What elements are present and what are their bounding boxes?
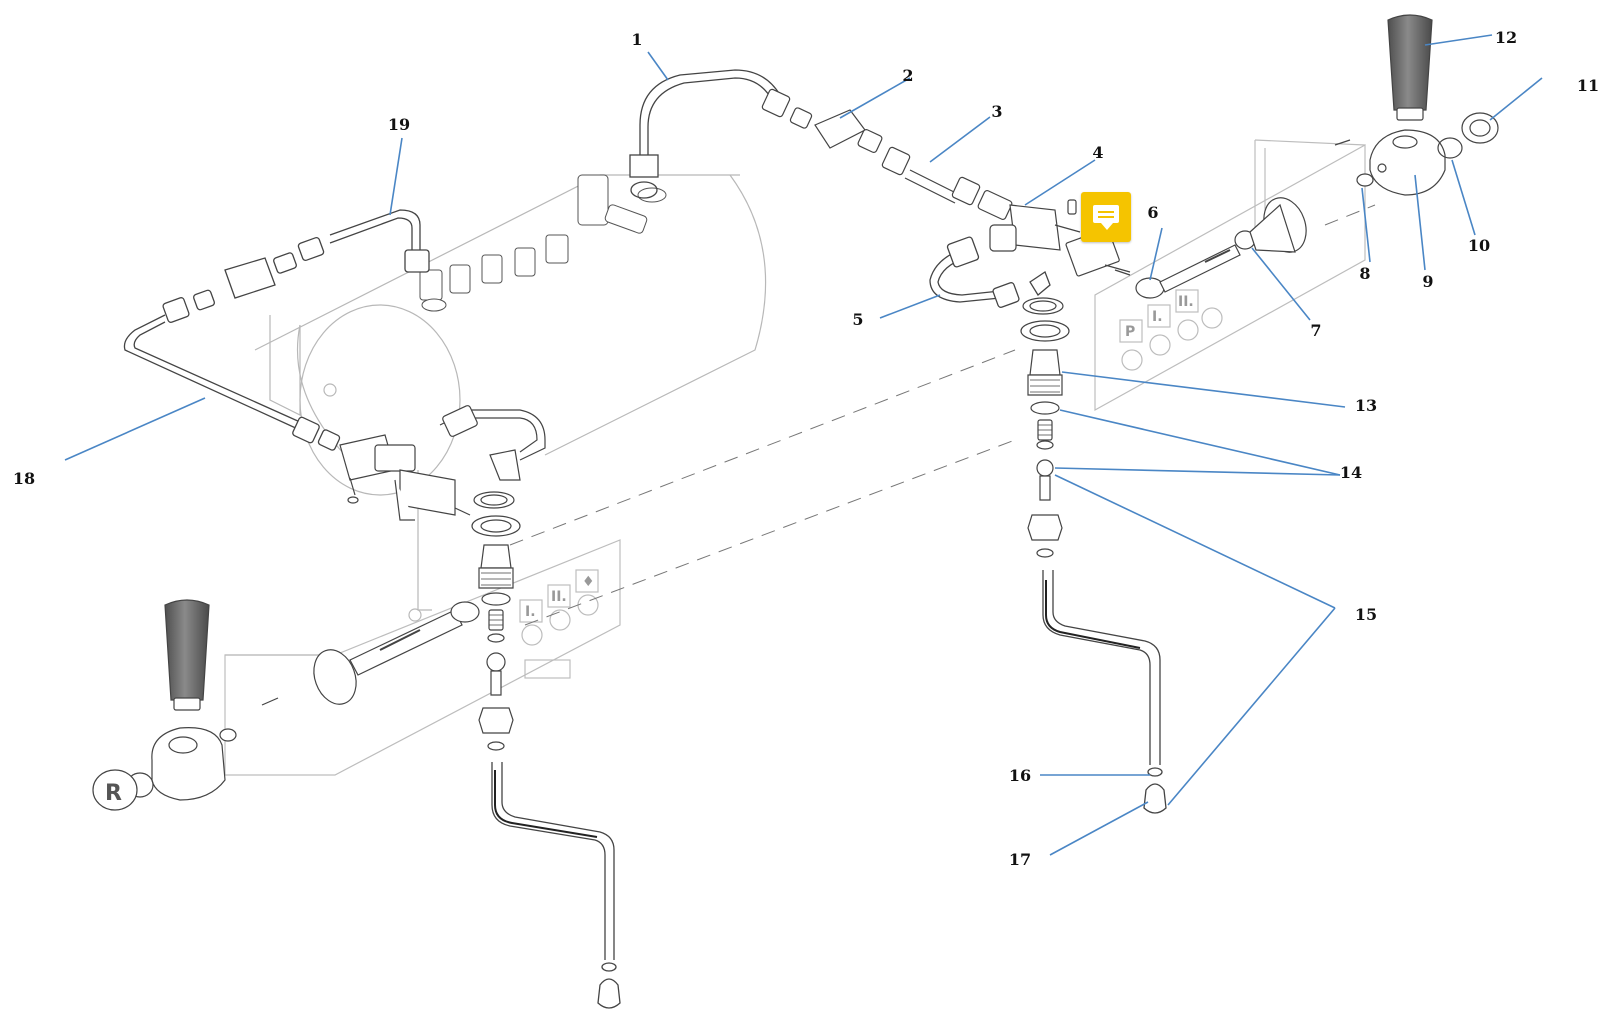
right-panel-markings: P I. II. [1125,294,1194,340]
leader-7 [1251,247,1311,321]
callout-14: 14 [1339,463,1363,482]
alignment-lines [509,204,1376,626]
callout-15: 15 [1354,605,1378,624]
right-steam-wand [1042,570,1167,814]
leader-2 [839,77,911,119]
leader-14a [1059,409,1341,476]
callout-10: 10 [1467,236,1491,255]
callout-7: 7 [1310,321,1322,340]
pipe-1 [629,69,781,199]
callout-18: 18 [12,469,36,488]
leader-4 [1024,159,1096,206]
leader-18 [64,397,206,461]
left-valve-block [339,405,546,521]
callout-3: 3 [991,102,1003,121]
panel-marking-ii-left: II. [551,589,567,605]
leader-15a [1054,474,1336,609]
callout-8: 8 [1359,264,1371,283]
connector-chain-2-3 [761,88,981,206]
right-spindle [1114,197,1307,299]
pipe-5 [929,236,1051,308]
leader-lines [64,34,1543,856]
panel-marking-drop-left: ♦ [582,574,595,590]
panel-marking-i-left: I. [525,604,536,620]
left-spindle [261,601,480,706]
leader-12 [1424,34,1493,46]
panel-marking-i: I. [1152,309,1163,325]
left-steam-wand [491,762,621,1009]
leader-19 [389,137,403,216]
panel-marking-ii: II. [1178,294,1194,310]
leader-10 [1451,159,1476,236]
tank-fittings [419,174,667,312]
left-control-panel [224,539,621,776]
leader-6 [1149,227,1163,281]
leader-1 [647,51,669,81]
callout-13: 13 [1354,396,1378,415]
callout-5: 5 [852,310,864,329]
left-pipe-network [123,209,430,451]
leader-3 [929,116,991,163]
leader-14b [1054,467,1341,476]
callout-4: 4 [1092,143,1104,162]
panel-marking-p: P [1125,324,1135,340]
callout-1: 1 [631,30,643,49]
callout-17: 17 [1008,850,1032,869]
comment-icon [1093,205,1119,223]
leader-9 [1414,174,1426,271]
right-valve-stack [1020,297,1070,558]
leader-13 [1061,371,1346,408]
callout-9: 9 [1422,272,1434,291]
callout-19: 19 [387,115,411,134]
callout-16: 16 [1008,766,1032,785]
left-panel-markings: I. II. ♦ [525,574,595,620]
callout-6: 6 [1147,203,1159,222]
left-handle-assembly [92,599,237,811]
leader-15b [1167,607,1336,806]
comment-icon-tail [1101,223,1113,230]
callout-12: 12 [1494,28,1518,47]
comment-button[interactable] [1081,192,1131,242]
right-handle-assembly [1334,14,1499,196]
valve-cap-letter: R [105,781,122,806]
leader-5 [879,294,941,319]
callout-2: 2 [902,66,914,85]
leader-8 [1361,187,1371,263]
leader-17 [1049,801,1149,856]
callout-11: 11 [1576,76,1600,95]
left-valve-stack [471,491,521,751]
right-control-panel [1094,139,1366,412]
leader-11 [1489,77,1543,121]
